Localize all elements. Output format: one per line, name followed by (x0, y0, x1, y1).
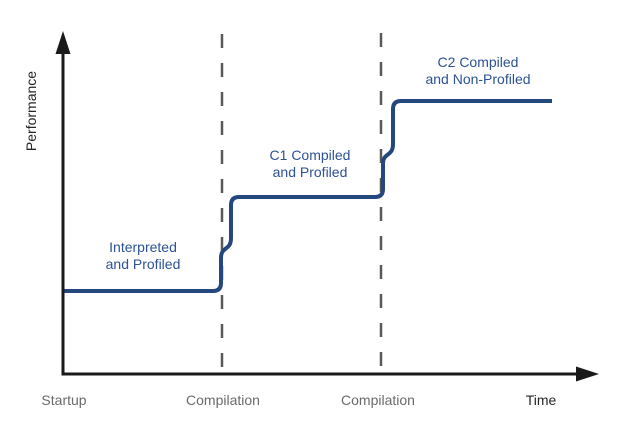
phase-label-c2-line2: and Non-Profiled (425, 71, 531, 87)
performance-step-curve (63, 99, 552, 293)
phase-label-c1-line2: and Profiled (272, 164, 348, 180)
phase-label-c1: C1 Compiled and Profiled (270, 147, 351, 181)
phase-label-interpreted: Interpreted and Profiled (106, 239, 181, 273)
phase-label-c1-line1: C1 Compiled (269, 147, 351, 163)
tick-label-startup: Startup (41, 392, 87, 408)
y-axis-title: Performance (23, 70, 39, 152)
phase-label-interpreted-line2: and Profiled (105, 256, 181, 272)
x-axis-arrowhead-icon (576, 366, 599, 382)
y-axis-arrowhead-icon (55, 31, 71, 54)
tick-label-compilation-1: Compilation (186, 392, 260, 408)
x-axis-title: Time (525, 392, 557, 408)
phase-label-c2: C2 Compiled and Non-Profiled (425, 54, 530, 88)
phase-label-interpreted-line1: Interpreted (109, 239, 177, 255)
phase-label-c2-line1: C2 Compiled (437, 54, 519, 70)
tick-label-compilation-2: Compilation (341, 392, 415, 408)
